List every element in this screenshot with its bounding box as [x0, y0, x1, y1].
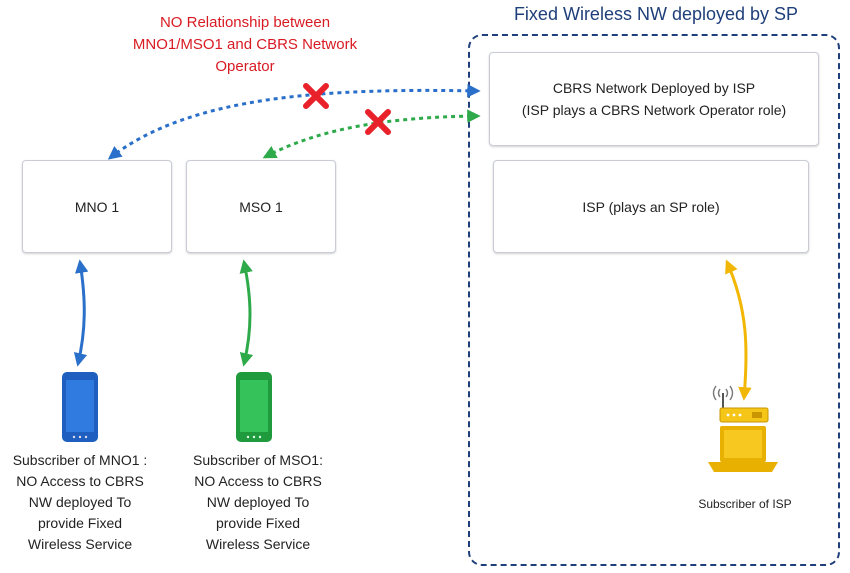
mso1-to-cbrs-link — [262, 109, 481, 159]
mso1-subscriber-link — [239, 259, 254, 367]
mso1-sub-line-3: NW deployed To — [206, 494, 310, 510]
mno1-sub-line-2: NO Access to CBRS — [16, 473, 144, 489]
mso1-sub-line-4: provide Fixed — [215, 515, 301, 531]
isp-box: ISP (plays an SP role) — [493, 160, 809, 253]
cbrs-network-box: CBRS Network Deployed by ISP (ISP plays … — [489, 52, 819, 146]
mso1-box: MSO 1 — [186, 160, 336, 253]
mno1-sub-line-1: Subscriber of MNO1 : — [12, 452, 148, 468]
red-x-icon — [365, 109, 391, 135]
laptop-with-router-icon — [708, 385, 778, 472]
mno1-subscriber-link — [73, 259, 89, 367]
sp-network-region — [468, 34, 840, 566]
smartphone-icon — [236, 372, 272, 442]
mno1-label: MNO 1 — [74, 198, 120, 215]
mno1-sub-line-3: NW deployed To — [28, 494, 132, 510]
red-x-icon — [303, 83, 329, 109]
mno1-sub-line-5: Wireless Service — [27, 536, 133, 552]
mno1-subscriber-caption: Subscriber of MNO1 : NO Access to CBRS N… — [0, 450, 160, 555]
cbrs-line-1: CBRS Network Deployed by ISP — [552, 80, 756, 96]
mso1-label: MSO 1 — [239, 198, 283, 215]
mso1-sub-line-5: Wireless Service — [205, 536, 311, 552]
region-title: Fixed Wireless NW deployed by SP — [513, 4, 799, 24]
isp-label: ISP (plays an SP role) — [582, 198, 720, 215]
mno1-box: MNO 1 — [22, 160, 172, 253]
note-line-2: MNO1/MSO1 and CBRS Network — [132, 36, 358, 53]
mno1-sub-line-4: provide Fixed — [37, 515, 123, 531]
smartphone-icon — [62, 372, 98, 442]
mno1-to-cbrs-link — [107, 84, 481, 160]
cbrs-line-2: (ISP plays a CBRS Network Operator role) — [521, 102, 787, 118]
isp-subscriber-link — [725, 259, 752, 401]
mso1-sub-line-1: Subscriber of MSO1: — [193, 452, 323, 468]
note-line-3: Operator — [215, 58, 275, 75]
mso1-sub-line-2: NO Access to CBRS — [194, 473, 322, 489]
mso1-subscriber-caption: Subscriber of MSO1: NO Access to CBRS NW… — [176, 450, 340, 555]
note-line-1: NO Relationship between — [159, 14, 331, 31]
isp-subscriber-caption: Subscriber of ISP — [680, 494, 810, 515]
isp-sub-label: Subscriber of ISP — [698, 497, 792, 511]
no-relationship-note: NO Relationship between MNO1/MSO1 and CB… — [100, 12, 390, 78]
